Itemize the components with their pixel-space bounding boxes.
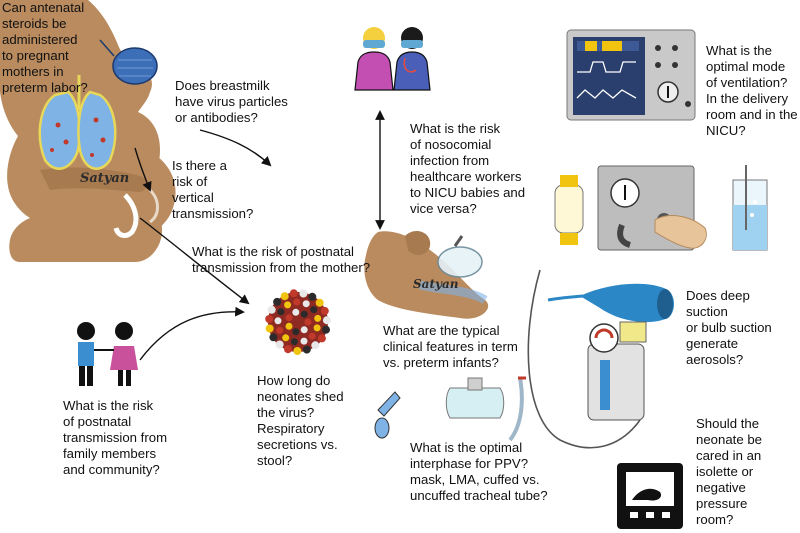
virus-spike [274, 317, 282, 325]
virus-spike [299, 289, 308, 298]
pregnant-mother-illustration [0, 0, 176, 262]
virus-particle-icon [265, 289, 331, 355]
arrow-breastmilk [199, 129, 272, 167]
virus-spike [273, 297, 282, 306]
virus-spike [284, 301, 292, 309]
virus-spike [290, 338, 298, 346]
newborn-illustration [364, 231, 489, 319]
virus-spike [267, 305, 276, 314]
resuscitator-device-icon [554, 165, 768, 251]
virus-spike [292, 308, 300, 316]
virus-spike [314, 314, 322, 322]
arrow-postnatal-mother [139, 217, 250, 305]
virus-spike [300, 337, 308, 345]
virus-spike [302, 300, 310, 308]
virus-spike [310, 306, 318, 314]
virus-spike [308, 292, 317, 301]
virus-spike [302, 345, 311, 354]
virus-spike [265, 315, 274, 323]
healthcare-workers-icon [354, 27, 431, 91]
virus-spike [315, 298, 324, 307]
virus-spike [265, 324, 274, 333]
virus-spike [280, 292, 289, 301]
virus-spike [304, 318, 312, 326]
ventilator-icon [566, 29, 696, 121]
virus-spike [322, 316, 331, 325]
bulb-suction-icon [547, 283, 674, 323]
arrow-vertical [134, 147, 152, 192]
family-children-icon [77, 322, 138, 386]
virus-spike [285, 322, 293, 330]
virus-spike [300, 310, 308, 318]
virus-spike [275, 340, 284, 349]
virus-spike [317, 334, 326, 343]
virus-spike [313, 324, 321, 332]
connector-arrows [134, 110, 385, 361]
isolette-icon [617, 463, 683, 529]
virus-spike [322, 325, 330, 334]
virus-spike [311, 341, 320, 350]
virus-spike [285, 314, 293, 322]
suction-canister-icon [527, 269, 647, 449]
virus-spike [276, 326, 284, 334]
virus-spike [320, 306, 329, 315]
virus-spike [293, 298, 301, 306]
mother-signature: Satyan [80, 171, 129, 186]
arrow-family [139, 306, 245, 361]
virus-spike [289, 289, 298, 298]
virus-spike [293, 347, 302, 355]
virus-spike [269, 333, 278, 342]
virus-spike [308, 332, 316, 340]
virus-spike [282, 334, 290, 342]
virus-spike [292, 328, 300, 336]
baby-signature: Satyan [413, 277, 458, 291]
face-mask-icon [99, 39, 158, 85]
ppv-interfaces-icon [374, 376, 526, 442]
virus-spike [277, 308, 285, 316]
lungs-icon [38, 75, 117, 170]
virus-spike [284, 345, 292, 354]
virus-spike [300, 326, 308, 334]
